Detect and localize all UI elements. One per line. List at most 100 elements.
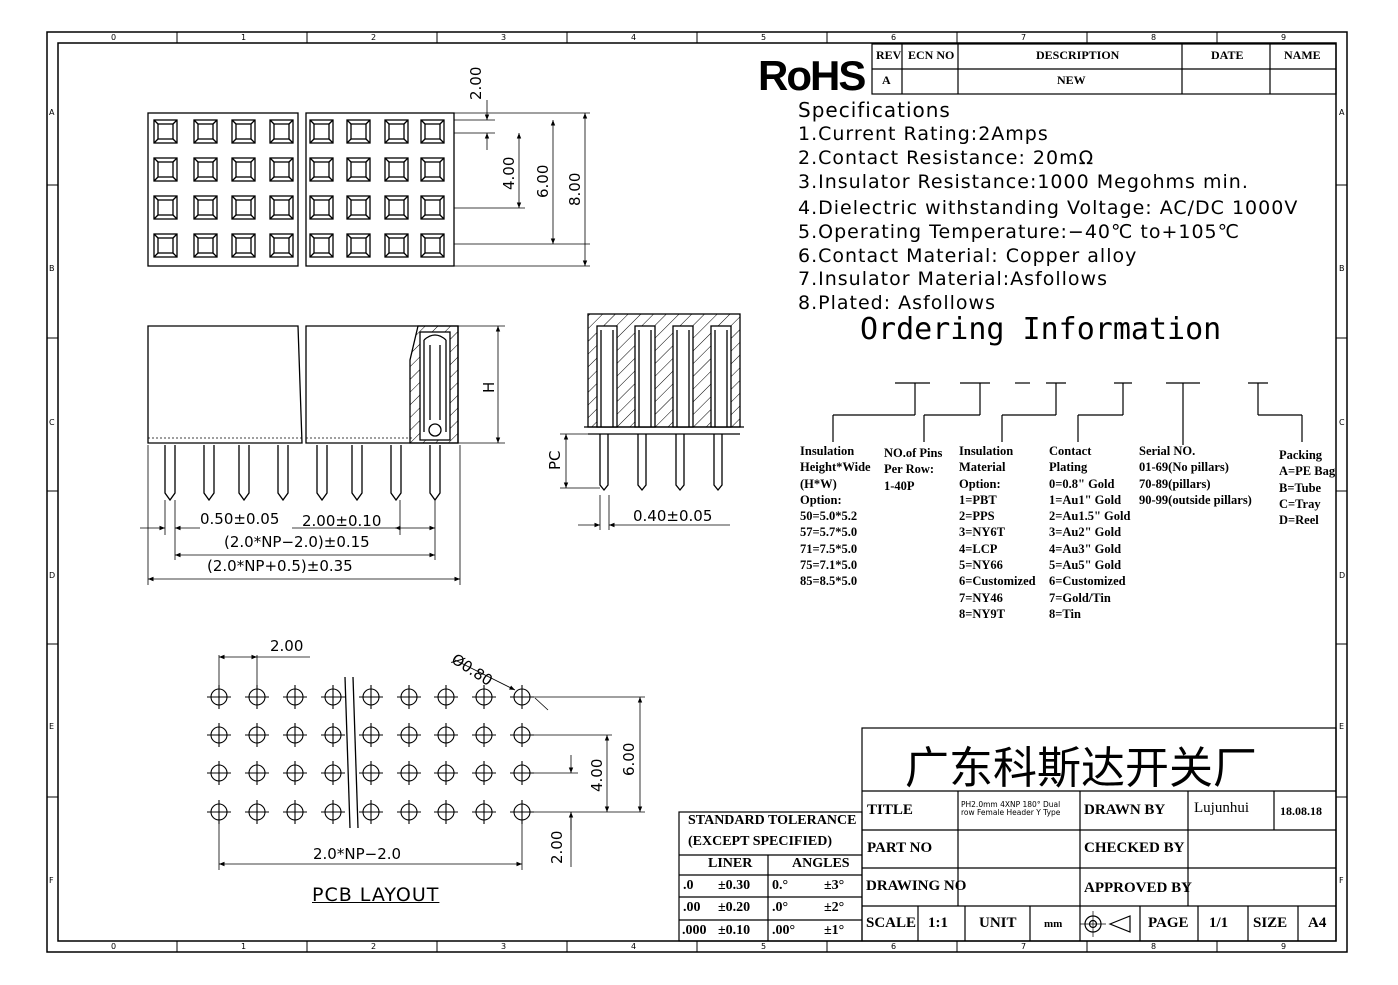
checked-by-label: CHECKED BY [1084,840,1185,856]
zone-column-label: 7 [1021,33,1027,42]
contact-cell [309,195,334,220]
contact-cell [153,119,178,144]
zone-column-label: 6 [891,33,897,42]
front-view [140,325,505,585]
zone-column-label: 6 [891,942,897,951]
ordering-option-line: 8=Tin [1049,606,1081,621]
pcb-hole [472,685,496,709]
zone-column-label: 4 [631,33,637,42]
ordering-option-line: 4=LCP [959,541,998,556]
ordering-option-line: Option: [959,476,1001,491]
ordering-option-line: 5=Au5" Gold [1049,558,1122,573]
title-value-line2: row Female Header Y Type [961,808,1061,817]
dim-6-00: 6.00 [534,164,552,198]
ordering-option-line: 3=Au2" Gold [1049,525,1122,540]
drawn-date: 18.08.18 [1280,804,1322,818]
contact-cell [346,157,371,182]
ordering-option-line: Packing [1279,448,1323,462]
pcb-hole [245,800,269,824]
ordering-option-line: A=PE Bag [1279,464,1336,479]
ordering-option-line: 1-40P [884,478,915,493]
ordering-option-line: NO.of Pins [884,446,943,460]
tol-r1-c0: .00 [683,900,701,915]
size-label: SIZE [1253,915,1288,931]
drawn-by-value: Lujunhui [1194,800,1249,816]
ordering-option-line: 57=5.7*5.0 [800,525,858,540]
dim-4-00: 4.00 [500,156,518,190]
pin [277,445,289,502]
tol-r2-c1: ±0.10 [718,923,751,938]
ordering-option-line: 4=Au3" Gold [1049,541,1122,556]
side-view [560,313,744,530]
contact-cell [384,119,409,144]
unit-value: mm [1044,918,1063,930]
tol-r2-c2: .00° [772,923,796,938]
zone-row-label: B [49,264,55,273]
contact-cell [420,119,445,144]
pcb-hole [397,685,421,709]
zone-column-label: 0 [111,942,117,951]
pcb-hole [397,800,421,824]
ordering-option-line: Insulation [959,444,1014,458]
contact-slot [596,325,618,428]
spec-item: 2.Contact Resistance: 20mΩ [798,147,1095,169]
zone-column-label: 3 [501,33,507,42]
contact-cell [269,195,294,220]
dim-side-pin: 0.40±0.05 [633,507,713,525]
zone-row-label: D [1339,571,1346,580]
spec-item: 8.Plated: Asfollows [798,292,996,314]
tol-r0-c2: 0.° [772,878,789,893]
ordering-option-line: 90-99(outside pillars) [1139,492,1252,507]
ordering-option-line: C=Tray [1279,496,1321,511]
contact-cell [384,195,409,220]
ordering-tree [832,382,1303,445]
zone-row-label: F [49,876,54,885]
unit-label: UNIT [979,915,1017,931]
tolerance-subtitle: (EXCEPT SPECIFIED) [688,834,833,849]
title-value-line1: PH2.0mm 4XNP 180° Dual [961,800,1061,809]
tolerance-title: STANDARD TOLERANCE [688,813,857,828]
title-block [861,727,1337,942]
pcb-hole [472,723,496,747]
zone-row-label: D [49,571,56,580]
pcb-hole [207,685,231,709]
spec-item: 3.Insulator Resistance:1000 Megohms min. [798,171,1249,193]
ordering-option-line: 1=PBT [959,492,997,507]
pin [238,445,250,502]
ordering-option-line: 85=8.5*5.0 [800,574,858,589]
pcb-hole [245,723,269,747]
ecn-header: ECN NO [908,48,955,62]
approved-by-label: APPROVED BY [1084,880,1192,896]
company-name: 广东科斯达开关厂 [905,743,1257,794]
zone-row-label: E [49,722,55,731]
ordering-option-line: Material [959,460,1006,475]
ordering-option-line: Option: [800,492,842,507]
zone-column-label: 0 [111,33,117,42]
pcb-hole [359,800,383,824]
ordering-option-line: 2=Au1.5" Gold [1049,509,1131,524]
pcb-hole [434,685,458,709]
zone-column-label: 5 [761,33,767,42]
pcb-hole [207,723,231,747]
zone-row-label: B [1339,264,1345,273]
spec-item: 7.Insulator Material:Asfollows [798,268,1108,290]
ordering-option-line: 0=0.8" Gold [1049,476,1115,491]
contact-slot [710,325,732,428]
contact-cell [346,119,371,144]
rev-value: A [882,73,891,87]
contact-cell [153,195,178,220]
contact-cell [193,233,218,258]
contact-cell [231,195,256,220]
spec-item: 5.Operating Temperature:−40℃ to+105℃ [798,221,1240,243]
tolerance-angles-header: ANGLES [792,856,850,871]
zone-row-label: C [49,418,55,427]
contact-cell [309,157,334,182]
ordering-option-line: 8=NY9T [959,606,1006,621]
zone-column-label: 9 [1281,942,1287,951]
contact-cell [269,157,294,182]
pcb-hole [321,761,345,785]
ordering-column-serial: Serial NO.01-69(No pillars)70-89(pillars… [1139,443,1252,508]
pin [599,434,609,492]
pin [390,445,402,502]
